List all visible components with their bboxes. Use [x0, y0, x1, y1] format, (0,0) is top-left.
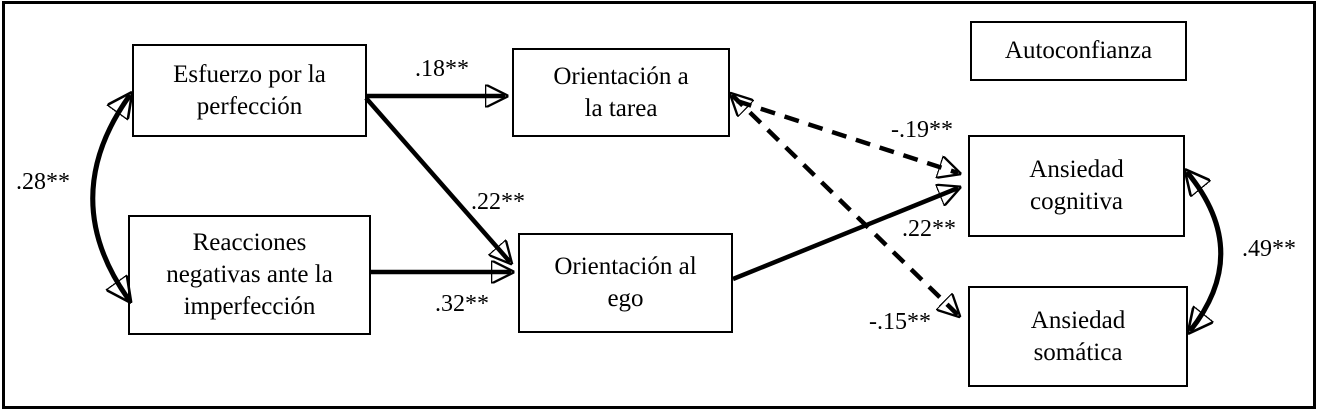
coefficient-esfuerzo-ego: .22**: [471, 189, 525, 215]
coefficient-tarea-cognitiva: -.19**: [891, 117, 953, 143]
node-label: Autoconfianza: [1004, 37, 1153, 64]
node-label: Ansiedad somática: [1030, 306, 1126, 366]
coefficient-ego-cognitiva: .22**: [902, 216, 956, 242]
coefficient-reacciones-ego: .32**: [435, 291, 489, 317]
node-ansiedad-cognitiva: Ansiedad cognitiva: [968, 135, 1185, 237]
node-orientacion-al-ego: Orientación al ego: [518, 233, 733, 333]
node-esfuerzo-por-la-perfeccion: Esfuerzo por la perfección: [132, 44, 367, 137]
node-label: Orientación al ego: [554, 253, 697, 312]
coefficient-esfuerzo-tarea: .18**: [415, 56, 469, 82]
node-label: Esfuerzo por la perfección: [173, 60, 326, 120]
node-ansiedad-somatica: Ansiedad somática: [968, 286, 1188, 387]
node-orientacion-a-la-tarea: Orientación a la tarea: [512, 48, 730, 137]
coefficient-cognitiva-somatica: .49**: [1242, 236, 1296, 262]
node-label: Reacciones negativas ante la imperfecció…: [166, 229, 333, 320]
coefficient-esfuerzo-reacciones: .28**: [16, 169, 70, 195]
node-autoconfianza: Autoconfianza: [970, 21, 1187, 81]
node-label: Ansiedad cognitiva: [1029, 156, 1124, 215]
node-label: Orientación a la tarea: [553, 62, 689, 122]
coefficient-tarea-somatica: -.15**: [869, 309, 931, 335]
node-reacciones-negativas: Reacciones negativas ante la imperfecció…: [128, 215, 371, 335]
